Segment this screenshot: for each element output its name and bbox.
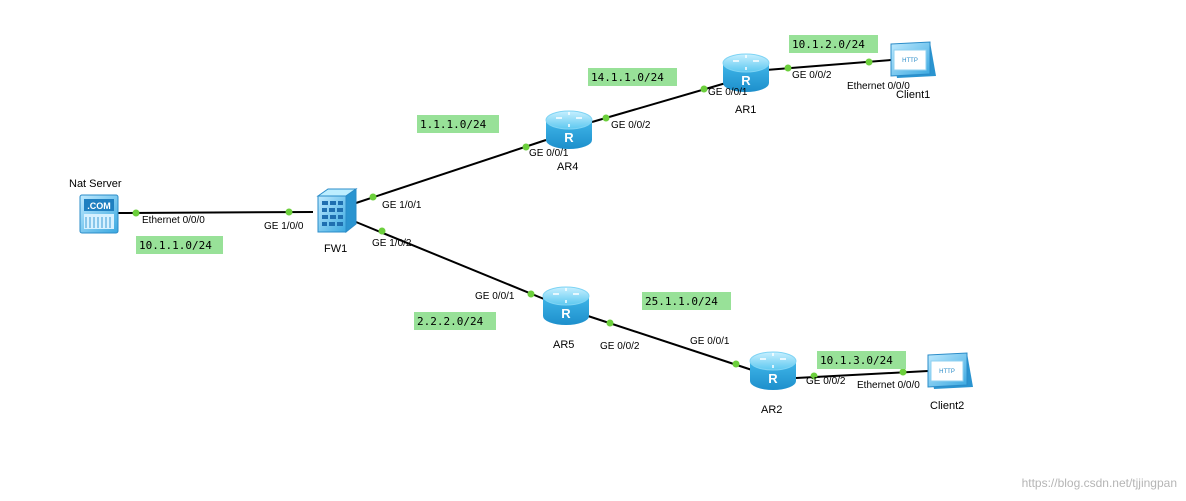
interface-labels: Ethernet 0/0/0 GE 1/0/0 GE 1/0/1 GE 1/0/… (142, 70, 920, 391)
client-icon-text: HTTP (939, 369, 955, 375)
net-label-1-1-1: 1.1.1.0/24 (417, 115, 499, 133)
iface-ar5-ge002: GE 0/0/2 (600, 341, 640, 352)
ar1-node[interactable]: R AR1 (722, 53, 770, 116)
nat-server-node[interactable]: .COM Nat Server (69, 178, 122, 234)
port-dot-ar1-ge002 (784, 64, 792, 72)
net-label-2-2-2: 2.2.2.0/24 (414, 312, 496, 330)
client1-node[interactable]: HTTP Client1 (890, 41, 936, 101)
link-fw1-ar5 (355, 221, 545, 300)
net-label-10-1-3: 10.1.3.0/24 (817, 351, 906, 369)
port-dot-ar1-ge001 (700, 85, 708, 93)
port-dot-client2 (899, 368, 907, 376)
link-ar5-ar2 (587, 315, 753, 371)
nat-server-label: Nat Server (69, 178, 122, 190)
net-text-2-2-2: 2.2.2.0/24 (417, 315, 484, 328)
iface-fw-ge100: GE 1/0/0 (264, 221, 304, 232)
iface-ar2-ge002: GE 0/0/2 (806, 376, 846, 387)
client1-label: Client1 (896, 89, 930, 101)
iface-ar1-ge001: GE 0/0/1 (708, 87, 748, 98)
port-dot-ar2-ge002 (810, 372, 818, 380)
port-dot-fw-ge101 (369, 193, 377, 201)
net-label-14-1-1: 14.1.1.0/24 (588, 68, 677, 86)
server-icon-text: .COM (87, 201, 111, 211)
ar4-label: AR4 (557, 161, 578, 173)
iface-fw-ge101: GE 1/0/1 (382, 200, 422, 211)
iface-client1-eth: Ethernet 0/0/0 (847, 81, 910, 92)
router-icon: R (542, 286, 590, 325)
http-client-icon: HTTP (890, 41, 936, 78)
iface-ar4-ge001: GE 0/0/1 (529, 148, 569, 159)
client2-node[interactable]: HTTP Client2 (927, 352, 973, 412)
router-icon: R (722, 53, 770, 92)
fw1-label: FW1 (324, 243, 347, 255)
port-dot-ar4-ge002 (602, 114, 610, 122)
client-icon-text: HTTP (902, 58, 918, 64)
port-dots (132, 58, 907, 380)
client2-label: Client2 (930, 400, 964, 412)
firewall-icon (316, 188, 358, 234)
port-dot-ar5-ge002 (606, 319, 614, 327)
net-text-10-1-2: 10.1.2.0/24 (792, 38, 865, 51)
iface-ar2-ge001: GE 0/0/1 (690, 336, 730, 347)
router-icon-letter: R (561, 306, 571, 321)
ar4-node[interactable]: R AR4 (545, 110, 593, 173)
iface-client2-eth: Ethernet 0/0/0 (857, 380, 920, 391)
port-dot-fw-ge102 (378, 227, 386, 235)
iface-ar5-ge001: GE 0/0/1 (475, 291, 515, 302)
port-dot-ar4-ge001 (522, 143, 530, 151)
port-dot-fw-ge100 (285, 208, 293, 216)
ar2-label: AR2 (761, 404, 782, 416)
net-text-10-1-3: 10.1.3.0/24 (820, 354, 893, 367)
http-client-icon: HTTP (927, 352, 973, 389)
links (116, 59, 929, 379)
router-icon-letter: R (768, 371, 778, 386)
router-icon-letter: R (564, 130, 574, 145)
net-label-10-1-2: 10.1.2.0/24 (789, 35, 878, 53)
network-labels: 10.1.1.0/24 1.1.1.0/24 14.1.1.0/24 10.1.… (136, 35, 906, 369)
port-dot-client1 (865, 58, 873, 66)
iface-ar1-ge002: GE 0/0/2 (792, 70, 832, 81)
port-dot-server (132, 209, 140, 217)
net-text-1-1-1: 1.1.1.0/24 (420, 118, 487, 131)
net-label-25-1-1: 25.1.1.0/24 (642, 292, 731, 310)
link-server-fw1 (116, 211, 314, 214)
net-text-25-1-1: 25.1.1.0/24 (645, 295, 718, 308)
port-dot-ar5-ge001 (527, 290, 535, 298)
port-dot-ar2-ge001 (732, 360, 740, 368)
link-fw1-ar4 (355, 139, 547, 204)
ar5-node[interactable]: R AR5 (542, 286, 590, 351)
ar2-node[interactable]: R AR2 (749, 351, 797, 416)
server-icon: .COM (79, 194, 119, 234)
net-text-10-1-1: 10.1.1.0/24 (139, 239, 212, 252)
router-icon: R (749, 351, 797, 390)
fw1-node[interactable]: FW1 (316, 188, 358, 255)
iface-server-eth: Ethernet 0/0/0 (142, 215, 205, 226)
router-icon-letter: R (741, 73, 751, 88)
watermark: https://blog.csdn.net/tjjingpan (1022, 476, 1177, 490)
iface-fw-ge102: GE 1/0/2 (372, 238, 412, 249)
iface-ar4-ge002: GE 0/0/2 (611, 120, 651, 131)
ar5-label: AR5 (553, 339, 574, 351)
router-icon: R (545, 110, 593, 149)
ar1-label: AR1 (735, 104, 756, 116)
net-text-14-1-1: 14.1.1.0/24 (591, 71, 664, 84)
net-label-10-1-1: 10.1.1.0/24 (136, 236, 223, 254)
